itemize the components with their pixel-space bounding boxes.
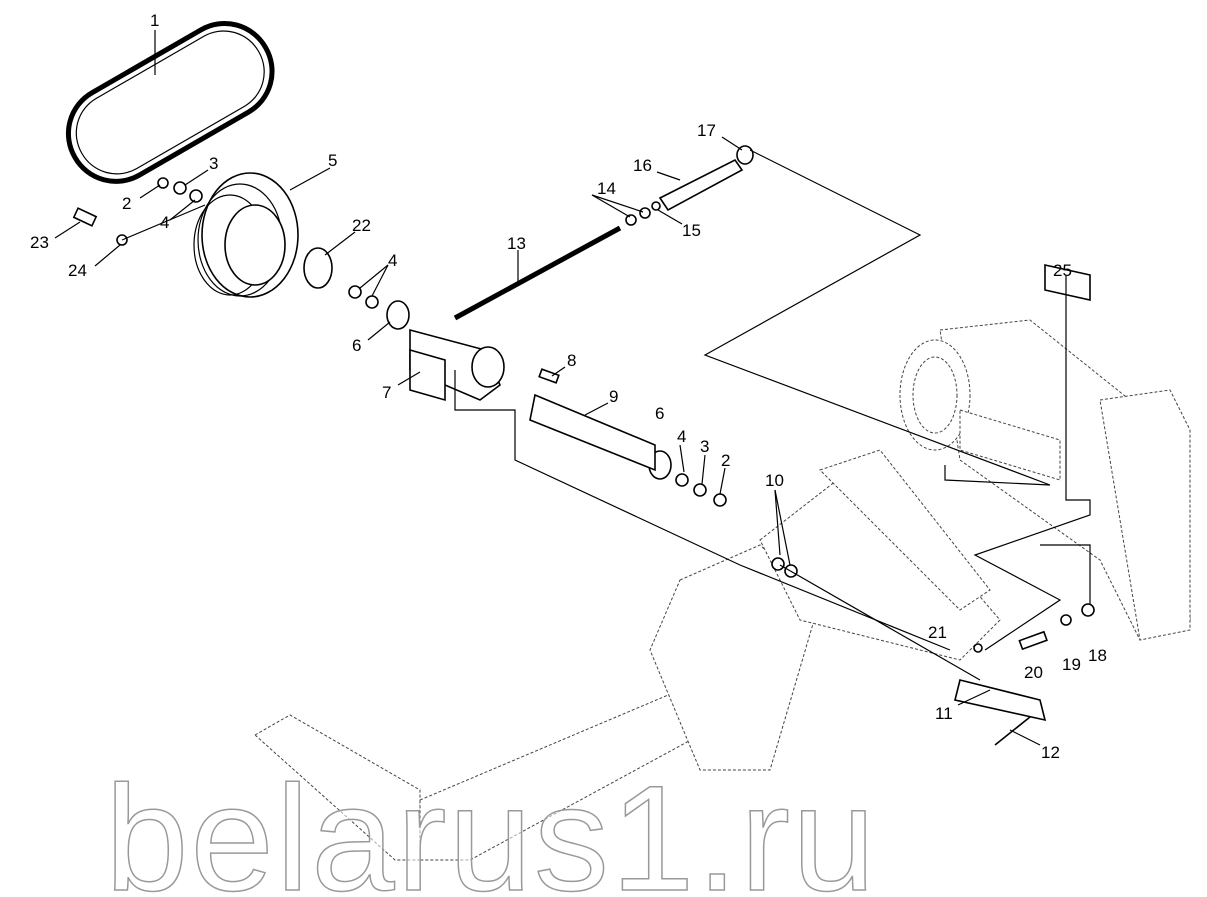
- callout-19: 19: [1062, 655, 1081, 674]
- callout-15: 15: [682, 221, 701, 240]
- callout-17: 17: [697, 121, 716, 140]
- callout-4: 4: [160, 213, 169, 232]
- callout-23: 23: [30, 233, 49, 252]
- callout-21: 21: [928, 623, 947, 642]
- callout-8: 8: [567, 351, 576, 370]
- tractor-frame: [254, 319, 1191, 861]
- callout-9: 9: [609, 387, 618, 406]
- bracket-shaft: [409, 264, 1091, 746]
- callout-14: 14: [597, 179, 616, 198]
- callout-4b: 4: [388, 251, 397, 270]
- callout-6b: 6: [655, 404, 664, 423]
- watermark: belarus1.ru: [105, 754, 877, 897]
- callout-5: 5: [328, 151, 337, 170]
- leader-lines: [54, 30, 1091, 746]
- callout-3b: 3: [700, 437, 709, 456]
- callout-labels: 1 2 3 4 5 22 23 24 4 6 7 8 9 13 14 15 16…: [30, 11, 1107, 762]
- tension-rod: [453, 158, 744, 321]
- pulley: [193, 172, 333, 298]
- callout-25: 25: [1053, 261, 1072, 280]
- callout-13: 13: [507, 234, 526, 253]
- callout-1: 1: [150, 11, 159, 30]
- callout-4c: 4: [677, 427, 686, 446]
- callout-7: 7: [382, 383, 391, 402]
- callout-12: 12: [1041, 743, 1060, 762]
- v-belt: [65, 21, 275, 184]
- callout-11: 11: [935, 704, 953, 723]
- callout-3: 3: [209, 154, 218, 173]
- callout-20: 20: [1024, 663, 1043, 682]
- washers: [72, 145, 1095, 653]
- callout-2b: 2: [721, 451, 730, 470]
- callout-16: 16: [633, 156, 652, 175]
- callout-2: 2: [122, 194, 131, 213]
- callout-24: 24: [68, 261, 87, 280]
- callout-18: 18: [1088, 646, 1107, 665]
- callout-22: 22: [352, 216, 371, 235]
- callout-10: 10: [765, 471, 784, 490]
- callout-6: 6: [352, 336, 361, 355]
